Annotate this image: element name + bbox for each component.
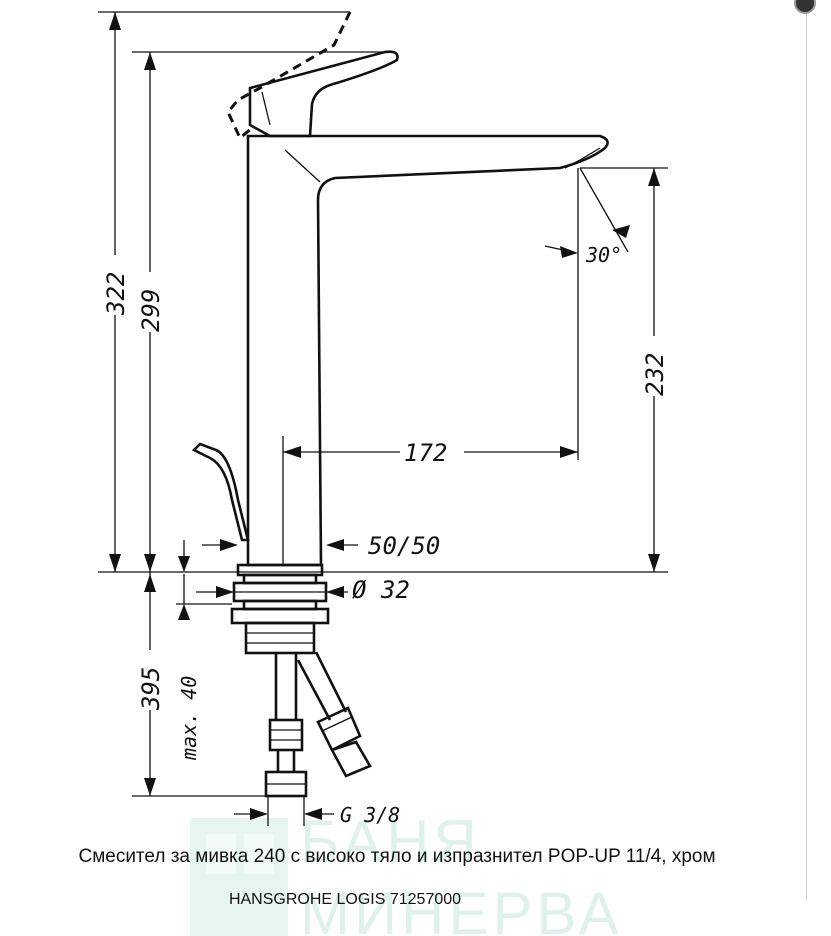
dim-total-height: 322 [98,11,350,572]
dim-spout-reach: 172 [282,436,578,565]
dim-spout-angle-label: 30° [585,243,622,267]
dim-body-height: 299 [132,51,390,572]
dim-below-counter: 395 [132,572,266,797]
watermark-line1: БАНЯ [300,808,481,875]
mounting-assembly [230,563,330,655]
dim-counter-thickness: max. 40 [176,574,232,761]
product-title: Смесител за мивка 240 с високо тяло и из… [78,846,716,867]
faucet-body [246,134,609,567]
dim-spout-angle: 30° [544,167,630,460]
dim-counter-thickness-label: max. 40 [177,676,201,761]
dim-base-size-label: 50/50 [368,532,440,560]
dim-spout-reach-label: 172 [404,439,447,467]
dim-body-height-label: 299 [137,289,165,332]
dim-base-size: 50/50 [178,532,440,572]
supply-hoses [264,651,372,798]
popup-lever [191,442,250,542]
faucet-handle [248,50,399,138]
dim-spout-height-label: 232 [641,353,669,396]
dim-hose-thread-label: G 3/8 [340,803,400,827]
dim-connection-diameter: Ø 32 [196,576,410,604]
dim-below-counter-label: 395 [137,667,165,711]
corner-badge-icon [794,0,816,14]
dim-connection-diameter-label: Ø 32 [352,576,410,604]
dim-total-height-label: 322 [102,272,130,316]
right-frame-border [806,0,807,900]
dim-hose-thread: G 3/8 [234,796,400,827]
handle-open-position [226,11,352,141]
product-model: HANSGROHE LOGIS 71257000 [228,891,462,908]
dim-spout-height: 232 [580,167,669,572]
watermark-line2: МИНЕРВА [300,880,623,936]
watermark-logo: БАНЯ МИНЕРВА [190,808,623,936]
